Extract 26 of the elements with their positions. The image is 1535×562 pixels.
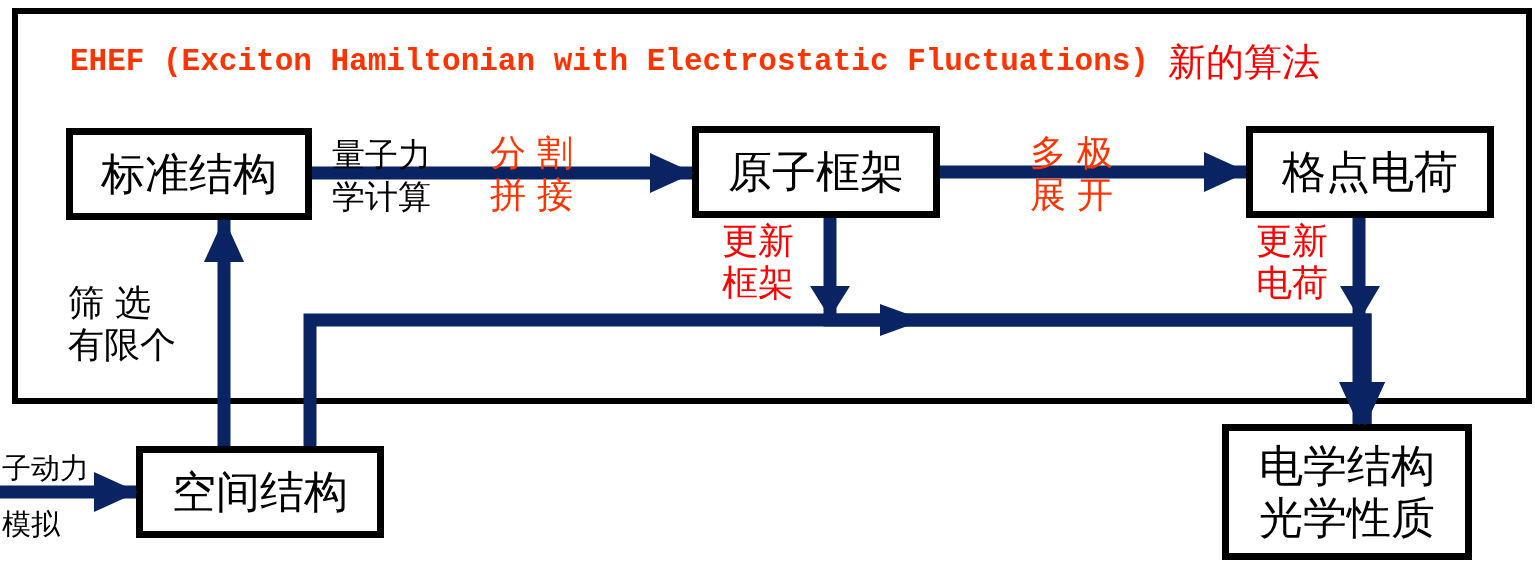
edge-label: 量子力学计算 (332, 134, 432, 218)
process-box (66, 128, 312, 220)
edge-label: 子动力模拟 (2, 450, 90, 543)
arrow (0, 472, 138, 512)
region-frame (12, 8, 1532, 404)
edge-label: 多 极展 开 (1030, 132, 1115, 216)
edge-label: 更新框架 (722, 220, 795, 304)
arrow (1339, 218, 1380, 426)
edge-label: 更新电荷 (1256, 220, 1329, 304)
box-label: 原子框架 (728, 146, 904, 198)
process-box (1246, 126, 1494, 218)
arrow (204, 218, 244, 446)
process-box (692, 126, 940, 218)
arrow (940, 152, 1248, 192)
title-text: EHEF (Exciton Hamiltonian with Electrostatic Fluctuations) (70, 43, 1149, 81)
box-label: 电学结构光学性质 (1259, 440, 1435, 544)
box-label: 格点电荷 (1282, 146, 1458, 198)
edge-label: 筛 选有限个 (68, 282, 177, 366)
box-label: 空间结构 (172, 466, 348, 518)
process-box (1222, 424, 1472, 560)
arrow (810, 218, 1385, 426)
subtitle-text: 新的算法 (1168, 40, 1320, 84)
note-text: 分 割拼 接 (490, 132, 575, 216)
box-label: 标准结构 (101, 148, 277, 200)
process-box (136, 446, 384, 538)
arrow (312, 153, 694, 193)
